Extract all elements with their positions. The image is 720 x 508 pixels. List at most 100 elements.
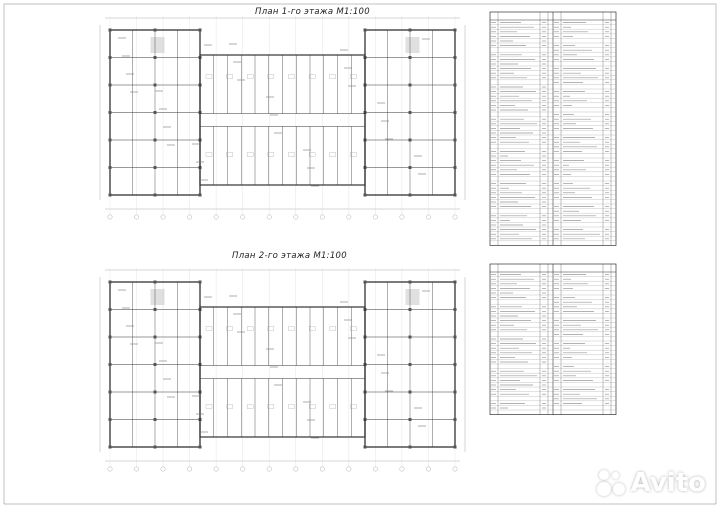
column [453,390,457,394]
fixture [288,404,295,409]
axis-marker [293,466,299,472]
axis-marker [134,466,139,472]
column [198,28,202,32]
axis-marker [213,466,219,472]
fixture [205,74,213,79]
column [408,308,412,311]
column [453,418,457,421]
fixture [247,404,254,409]
column [153,138,157,142]
room-schedule-table-2 [489,263,617,415]
column [153,28,157,32]
fixture [205,152,213,157]
column [408,111,412,114]
axis-marker [187,466,193,472]
axis-marker [372,466,378,472]
axis-marker [319,466,325,472]
axis-marker [187,214,193,220]
column [108,56,112,59]
fixture [308,326,316,331]
fixture [226,74,233,79]
sheet-frame [3,3,717,505]
column [453,308,457,311]
column [453,445,457,449]
column [408,56,412,59]
axis-marker [213,214,219,220]
axis-marker [107,214,113,220]
axis-marker [266,214,272,220]
column [408,280,412,284]
column [453,28,457,32]
room-schedule-table-1 [489,11,617,246]
column [108,138,112,142]
column [153,111,157,114]
column [408,363,412,366]
fixture [329,74,336,79]
avito-logo-icon [596,468,627,498]
column [153,445,157,449]
avito-wordmark: Avito [630,468,706,498]
column [108,28,112,32]
column [153,193,157,197]
axis-marker [266,466,272,472]
fixture [308,404,316,409]
column [453,193,457,197]
column [108,83,112,87]
fixture [247,74,254,79]
column [408,335,412,339]
fixture [267,404,275,409]
column [408,166,412,169]
fixture [205,326,213,331]
column [153,363,157,366]
column [453,335,457,339]
fixture [267,74,275,79]
column [108,166,112,169]
column [363,445,367,449]
axis-marker [399,466,405,472]
axis-marker [426,466,431,472]
avito-watermark: Avito [596,468,706,498]
axis-marker [107,466,113,472]
fixture [267,152,275,157]
column [153,308,157,311]
column [153,280,157,284]
column [153,166,157,169]
column [108,111,112,114]
fixture [226,404,233,409]
column [363,280,367,284]
column [198,193,202,197]
column [153,83,157,87]
column [198,445,202,449]
fixture [267,326,275,331]
axis-marker [426,214,431,220]
floor-plan-1 [99,16,466,220]
fixture [329,152,336,157]
column [453,111,457,114]
fixture [226,326,233,331]
axis-marker [452,466,458,472]
column [453,138,457,142]
axis-marker [240,466,246,472]
column [108,193,112,197]
fixture [350,326,357,331]
fixture [329,404,336,409]
column [408,83,412,87]
column [408,390,412,394]
column [408,418,412,421]
axis-marker [293,214,299,220]
column [153,335,157,339]
axis-marker [399,214,405,220]
plan-2-title: План 2-го этажа М1:100 [232,251,347,261]
column [153,56,157,59]
fixture [288,152,295,157]
column [108,280,112,284]
column [453,363,457,366]
column [408,445,412,449]
column [108,445,112,449]
column [408,28,412,32]
column [453,166,457,169]
column [153,418,157,421]
column [108,335,112,339]
fixture [350,74,357,79]
